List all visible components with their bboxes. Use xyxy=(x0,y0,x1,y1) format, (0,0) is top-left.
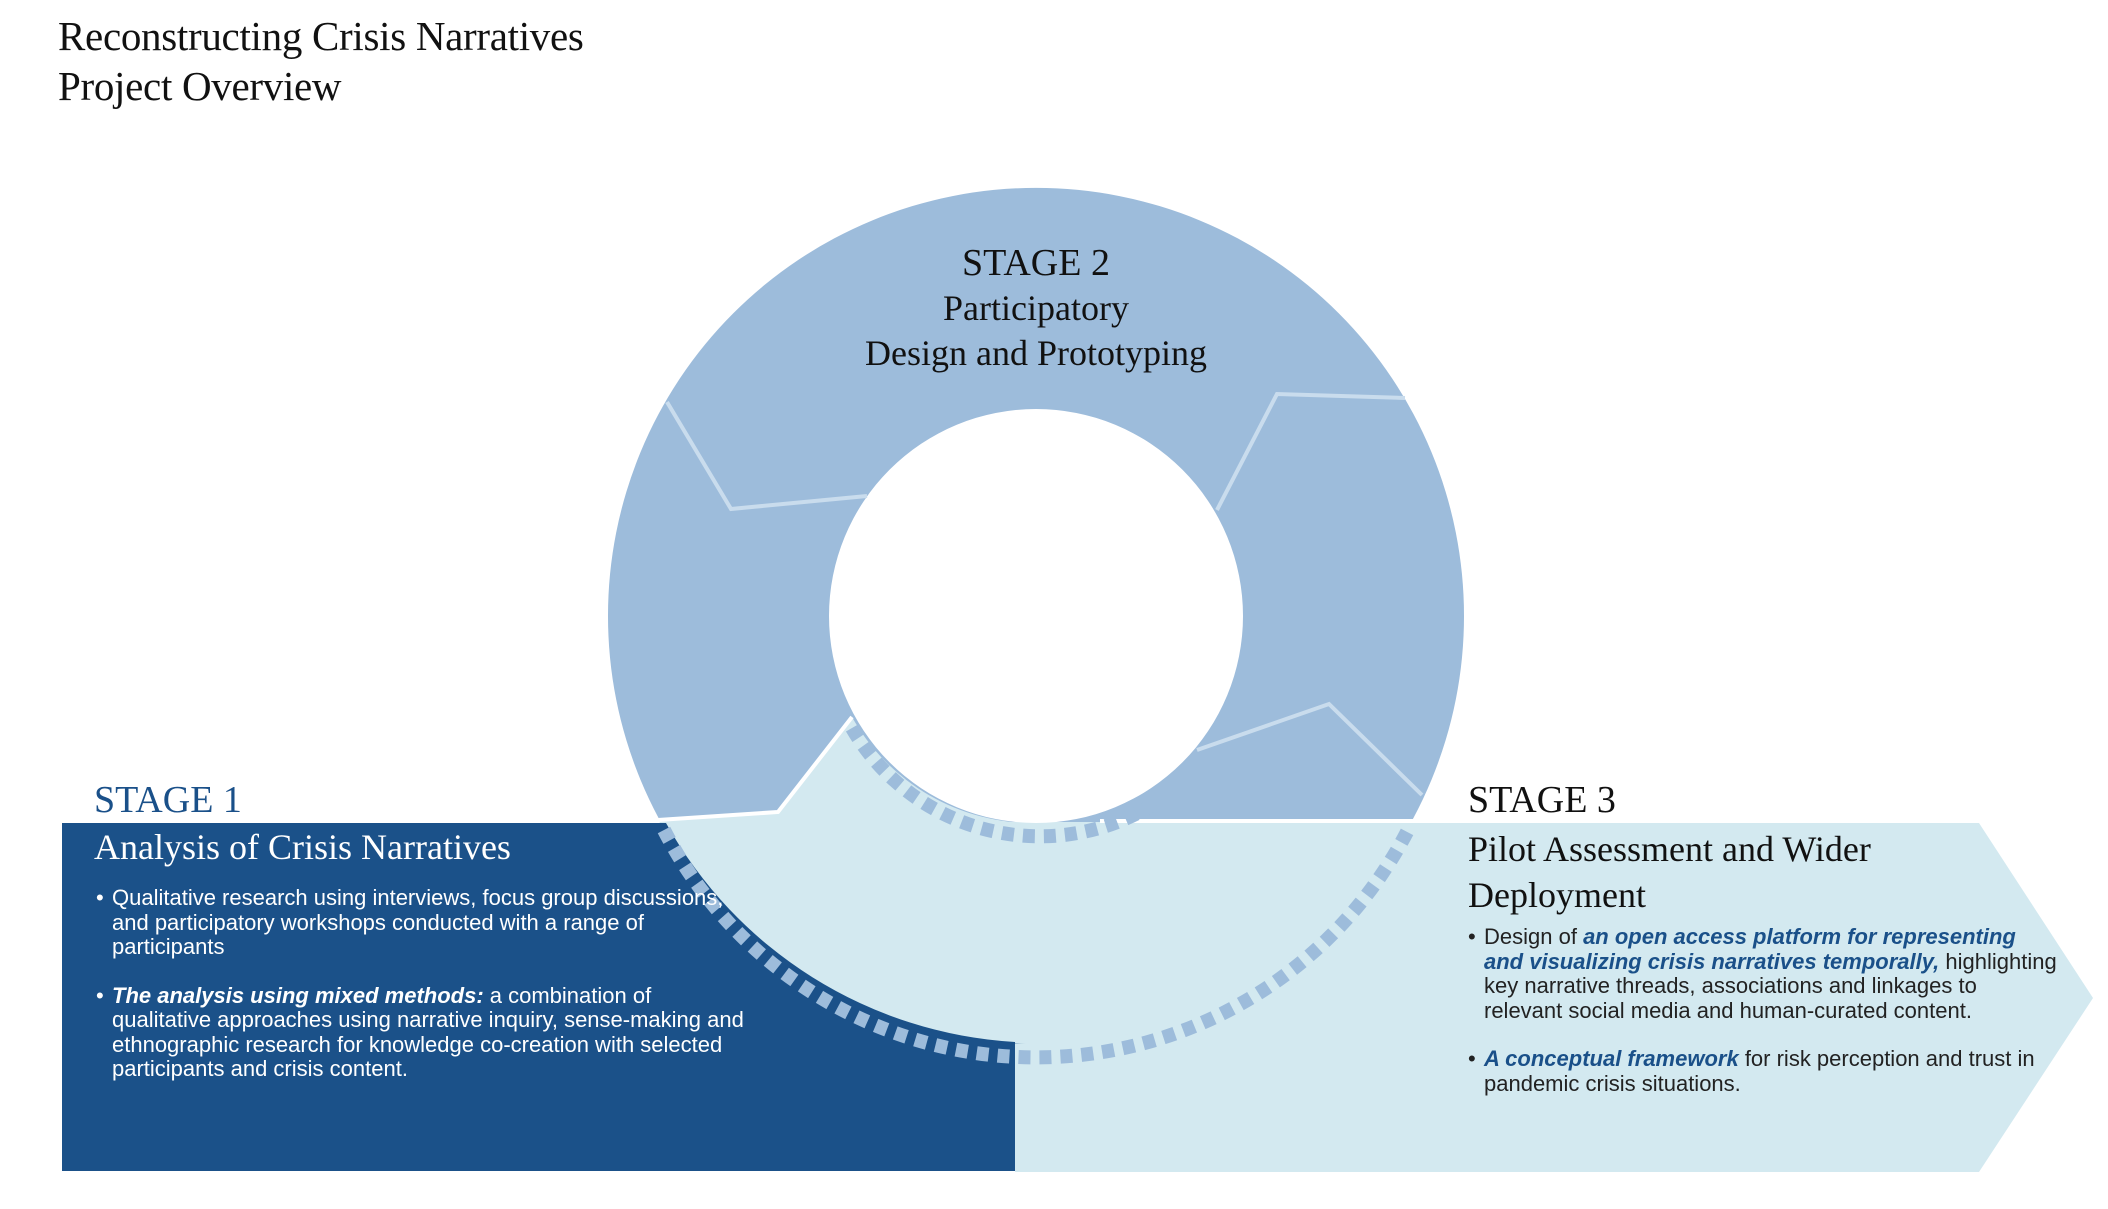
bullet-icon: • xyxy=(1468,924,1476,949)
stage1-bullet: • Qualitative research using interviews,… xyxy=(96,885,756,960)
stage3-number: STAGE 3 xyxy=(1468,779,1616,821)
dashed-inner-arc xyxy=(845,724,1164,844)
bullet-icon: • xyxy=(1468,1046,1476,1071)
stage3-bullet-prefix: Design of xyxy=(1484,924,1584,949)
chevron-line-top-right xyxy=(1215,391,1406,511)
stage1-number: STAGE 1 xyxy=(94,779,242,821)
stage1-bullet-text: a combination of qualitative approaches … xyxy=(112,982,744,1081)
stage2-name-line1: Participatory xyxy=(943,288,1129,328)
stage1-bullet-text: Qualitative research using interviews, f… xyxy=(112,885,724,959)
stage3-bullet: • A conceptual framework for risk percep… xyxy=(1468,1046,2058,1096)
stage3-bullet-text: for risk perception and trust in pandemi… xyxy=(1484,1046,2035,1096)
stage2-label: STAGE 2 Participatory Design and Prototy… xyxy=(786,240,1286,376)
stage2-ring xyxy=(608,188,1464,822)
stage3-ring-segment xyxy=(658,717,1036,824)
ring-lower-light xyxy=(660,822,1412,1044)
chevron-line-left xyxy=(665,400,868,512)
chevron-line-bottom-left xyxy=(657,715,854,822)
stage1-name: Analysis of Crisis Narratives xyxy=(94,827,511,867)
page-title-line1: Reconstructing Crisis Narratives xyxy=(58,13,584,59)
stage2-number: STAGE 2 xyxy=(962,242,1110,284)
stage3-name: Pilot Assessment and Wider Deployment xyxy=(1468,829,1871,915)
bullet-icon: • xyxy=(96,982,104,1008)
stage3-bullet-list: • Design of an open access platform for … xyxy=(1468,924,2058,1120)
stage3-bullet: • Design of an open access platform for … xyxy=(1468,924,2058,1023)
stage3-bullet-emphasis: an open access platform for representing… xyxy=(1484,924,2016,974)
stage1-bullet-emphasis: The analysis using mixed methods: xyxy=(112,982,484,1008)
page-title-line2: Project Overview xyxy=(58,63,342,109)
stage1-bullet-list: • Qualitative research using interviews,… xyxy=(96,885,756,1106)
stage1-panel-overlay xyxy=(62,823,1015,1171)
stage3-bullet-emphasis: A conceptual framework xyxy=(1484,1046,1739,1071)
bullet-icon: • xyxy=(96,885,104,910)
stage1-bullet: • The analysis using mixed methods: a co… xyxy=(96,982,756,1082)
stage2-name-line2: Design and Prototyping xyxy=(865,333,1207,373)
chevron-line-bottom-right xyxy=(1196,701,1424,797)
stage3-bullet-text: highlighting key narrative threads, asso… xyxy=(1484,948,2057,1023)
